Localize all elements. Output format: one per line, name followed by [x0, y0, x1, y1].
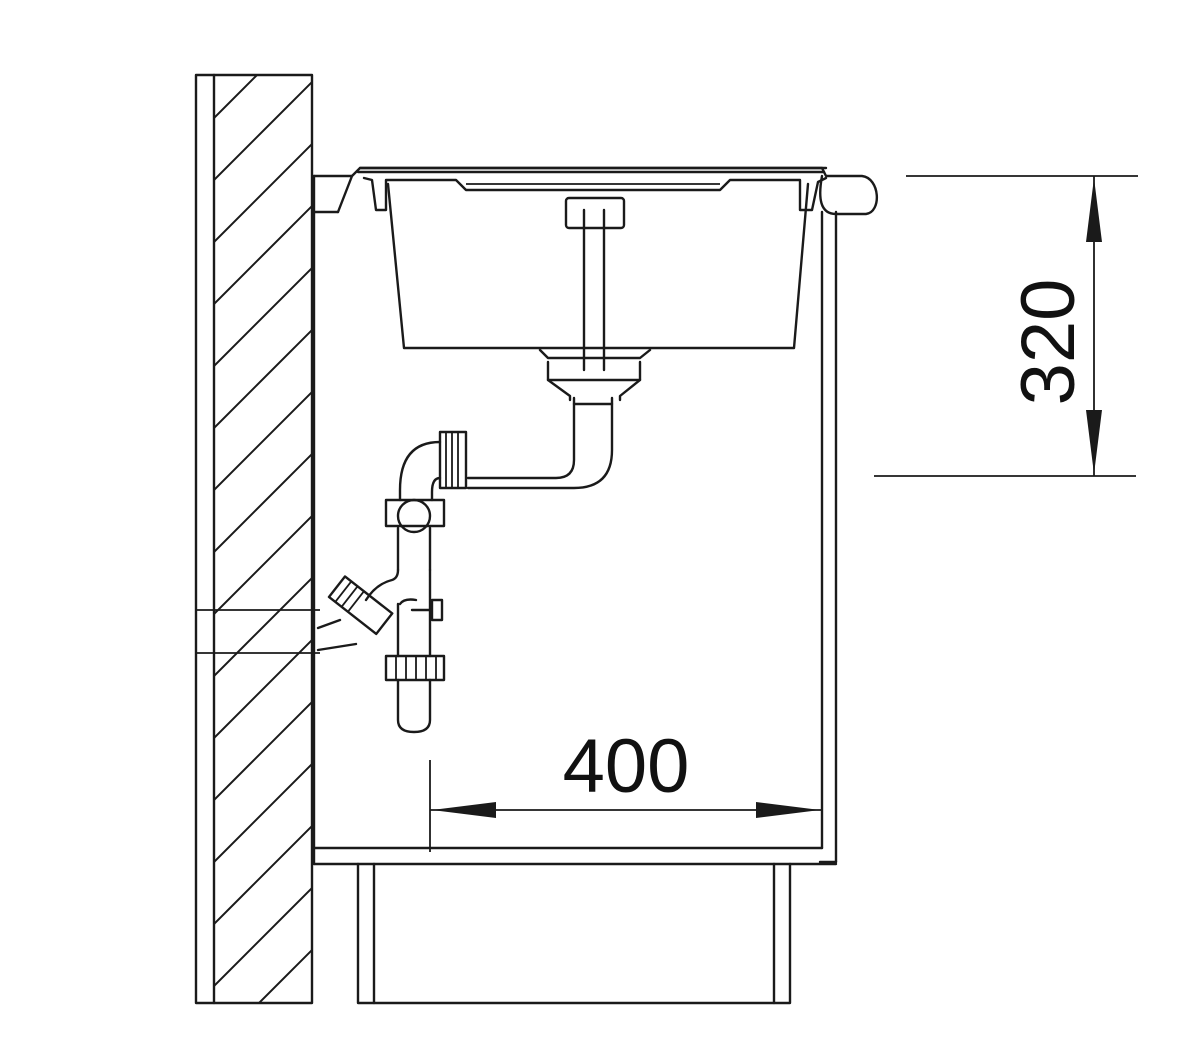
wall-stub [316, 618, 358, 652]
width-arrow-left [432, 802, 496, 818]
trap-bend [398, 440, 442, 502]
wall-hatching [214, 75, 312, 1003]
trap-bottom-cap [396, 678, 432, 734]
plinth-inner [372, 862, 776, 1005]
wall-section [194, 73, 320, 1005]
waste-flange [538, 348, 652, 360]
overflow-head [564, 196, 626, 230]
waste-body [546, 360, 642, 402]
countertop [336, 166, 879, 216]
plinth-outer [356, 862, 792, 1005]
height-label: 320 [1006, 279, 1091, 406]
height-arrow-bottom [1086, 410, 1102, 474]
height-arrow-top [1086, 178, 1102, 242]
trap-body [396, 602, 432, 658]
dimension-width: 400 [429, 724, 822, 852]
dimension-height: 320 [874, 175, 1138, 477]
siphon-trap [316, 396, 614, 734]
lower-nut [384, 654, 446, 682]
width-arrow-right [756, 802, 820, 818]
upper-vertical-nut [384, 498, 446, 528]
tailpiece-bend [466, 396, 614, 490]
cabinet-bottom [312, 846, 838, 866]
overflow-pipe [582, 208, 606, 372]
cabinet [312, 174, 838, 1005]
width-label: 400 [563, 724, 690, 809]
horizontal-nut [438, 430, 468, 490]
sink-bowl [362, 176, 828, 402]
wall-connection-nut [327, 575, 394, 636]
vertical-pipe [396, 526, 432, 572]
wall-outline [194, 73, 314, 1005]
